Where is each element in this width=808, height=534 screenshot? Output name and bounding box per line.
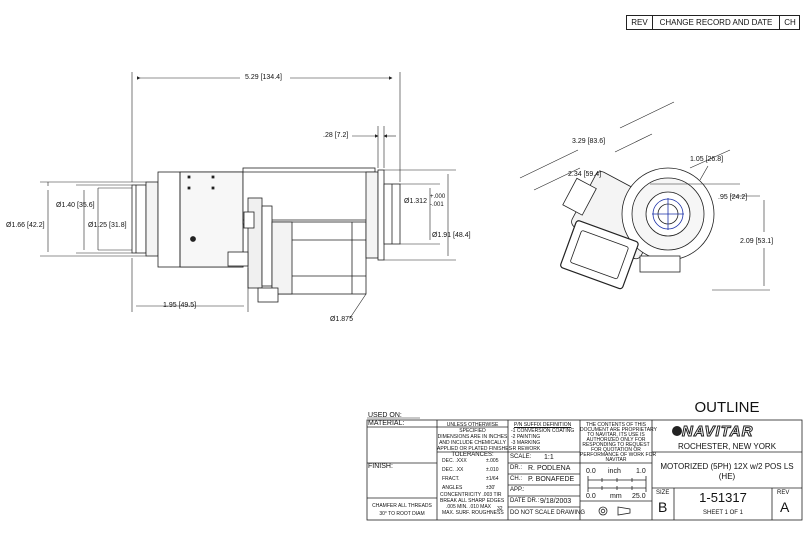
note-line-3: DIMENSIONS ARE IN INCHES bbox=[437, 434, 508, 440]
dim-end-209: 2.09 [53.1] bbox=[740, 238, 774, 245]
company-logo: NAVITAR bbox=[681, 423, 754, 440]
rev-value: A bbox=[780, 499, 790, 515]
rev-header-label: REV bbox=[631, 18, 648, 27]
dim-tol-minus: -.001 bbox=[430, 202, 444, 208]
side-view bbox=[131, 167, 401, 303]
dim-dia-125: Ø1.25 [31.8] bbox=[88, 222, 127, 229]
dim-end-95: .95 [24.2] bbox=[718, 194, 748, 201]
description-line-1: MOTORIZED (5PH) 12X w/2 POS LS bbox=[660, 462, 794, 471]
proprietary-8: NAVITAR bbox=[605, 457, 627, 463]
change-record-header: CHANGE RECORD AND DATE bbox=[659, 18, 773, 27]
app-label: APP.: bbox=[510, 487, 525, 493]
break-edges-spec: .005 MIN. .010 MAX bbox=[446, 504, 492, 510]
break-edges: BREAK ALL SHARP EDGES bbox=[440, 498, 505, 504]
revision-header: REV CHANGE RECORD AND DATE CH bbox=[626, 15, 800, 30]
dim-end-234: 2.34 [59.4] bbox=[568, 171, 602, 178]
scale-value: 1:1 bbox=[544, 454, 554, 461]
finish-label: FINISH: bbox=[368, 463, 393, 470]
dim-overall-length: 5.29 [134.4] bbox=[245, 74, 282, 81]
dim-dia-1312: Ø1.312 bbox=[404, 198, 427, 205]
tol-value-3: ±30' bbox=[486, 485, 496, 491]
date-label: DATE DR.: bbox=[510, 498, 540, 504]
tol-value-1: ±.010 bbox=[486, 467, 499, 473]
description-line-2: (HE) bbox=[718, 472, 736, 481]
proprietary-7: PERFORMANCE OF WORK FOR bbox=[580, 452, 657, 458]
rev-label: REV bbox=[777, 490, 790, 496]
dr-value: R. PODLENA bbox=[528, 465, 571, 472]
dim-tol-plus: +.000 bbox=[430, 194, 446, 200]
used-on-label: USED ON: bbox=[368, 412, 402, 419]
mm-scale-unit: mm bbox=[610, 493, 622, 500]
ch-label: CH.: bbox=[510, 476, 522, 482]
dim-end-329: 3.29 [83.6] bbox=[572, 138, 606, 145]
part-number: 1-51317 bbox=[699, 490, 747, 505]
proprietary-4: AUTHORIZED ONLY FOR bbox=[586, 437, 646, 443]
proprietary-6: FOR QUOTATION OR bbox=[591, 447, 641, 453]
proprietary-3: TO NAVITAR, ITS USE IS bbox=[587, 432, 645, 438]
suffix-title: P/N SUFFIX DEFINITION bbox=[514, 422, 572, 428]
ch-header-label: CH bbox=[784, 18, 796, 27]
dim-len-195: 1.95 [49.5] bbox=[163, 302, 197, 309]
size-value: B bbox=[658, 499, 668, 515]
inch-scale-end: 1.0 bbox=[636, 468, 646, 475]
dim-dia-166: Ø1.66 [42.2] bbox=[6, 222, 45, 229]
tol-value-0: ±.005 bbox=[486, 458, 499, 464]
tol-label-1: DEC. .XX bbox=[442, 467, 464, 473]
scale-label: SCALE: bbox=[510, 454, 532, 460]
note-line-1: UNLESS OTHERWISE bbox=[446, 422, 499, 428]
suffix-2: -2 PAINTING bbox=[511, 434, 541, 440]
dim-dia-140: Ø1.40 [35.6] bbox=[56, 202, 95, 209]
tol-value-2: ±1/64 bbox=[486, 476, 499, 482]
dim-dia-1875: Ø1.875 bbox=[330, 316, 353, 323]
ch-value: P. BONAFEDE bbox=[528, 476, 575, 483]
chamfer-line-1: CHAMFER ALL THREADS bbox=[372, 503, 432, 509]
size-label: SIZE bbox=[656, 490, 670, 496]
chamfer-line-2: 30° TO ROOT DIAM bbox=[379, 511, 425, 517]
note-line-4: AND INCLUDE CHEMICALLY bbox=[439, 440, 506, 446]
dim-end-105: 1.05 [26.8] bbox=[690, 156, 724, 163]
tol-label-0: DEC. .XXX bbox=[442, 458, 467, 464]
logo-mark-icon bbox=[672, 426, 682, 436]
proprietary-2: DOCUMENT ARE PROPRIETARY bbox=[580, 427, 657, 433]
proprietary-5: RESPONDING TO REQUEST bbox=[582, 442, 650, 448]
note-line-2: SPECIFIED bbox=[459, 428, 486, 434]
dim-dia-191: Ø1.91 [48.4] bbox=[432, 232, 471, 239]
suffix-3: -3 MARKING bbox=[511, 440, 541, 446]
concentricity: CONCENTRICITY .003 TIR bbox=[440, 492, 502, 498]
drawing-title: OUTLINE bbox=[694, 399, 760, 416]
mm-scale-start: 0.0 bbox=[586, 493, 596, 500]
end-dimension-lines bbox=[519, 101, 770, 291]
roughness-value: 32 bbox=[497, 506, 503, 512]
suffix-r: -R REWORK bbox=[511, 446, 541, 452]
tol-label-2: FRACT. bbox=[442, 476, 460, 482]
date-value: 9/18/2003 bbox=[540, 498, 572, 505]
mm-scale-end: 25.0 bbox=[632, 493, 646, 500]
roughness: MAX. SURF. ROUGHNESS bbox=[442, 510, 504, 516]
title-block-grid bbox=[366, 419, 803, 521]
material-label: MATERIAL: bbox=[368, 420, 405, 427]
sheet-number: SHEET 1 OF 1 bbox=[703, 510, 743, 516]
note-line-5: APPLIED OR PLATED FINISHES bbox=[437, 446, 512, 452]
dim-flange: .28 [7.2] bbox=[323, 132, 349, 139]
proprietary-1: THE CONTENTS OF THIS bbox=[586, 422, 646, 428]
tolerances-label: TOLERANCES: bbox=[451, 452, 494, 458]
tol-label-3: ANGLES bbox=[442, 485, 463, 491]
side-dimension-lines bbox=[40, 72, 456, 319]
suffix-1: -1 CONVERSION COATING bbox=[511, 428, 575, 434]
inch-scale-unit: inch bbox=[608, 468, 621, 475]
dr-label: DR.: bbox=[510, 465, 522, 471]
inch-scale-start: 0.0 bbox=[586, 468, 596, 475]
company-location: ROCHESTER, NEW YORK bbox=[677, 442, 777, 451]
end-view bbox=[560, 167, 715, 290]
no-scale-note: DO NOT SCALE DRAWING bbox=[510, 510, 586, 516]
